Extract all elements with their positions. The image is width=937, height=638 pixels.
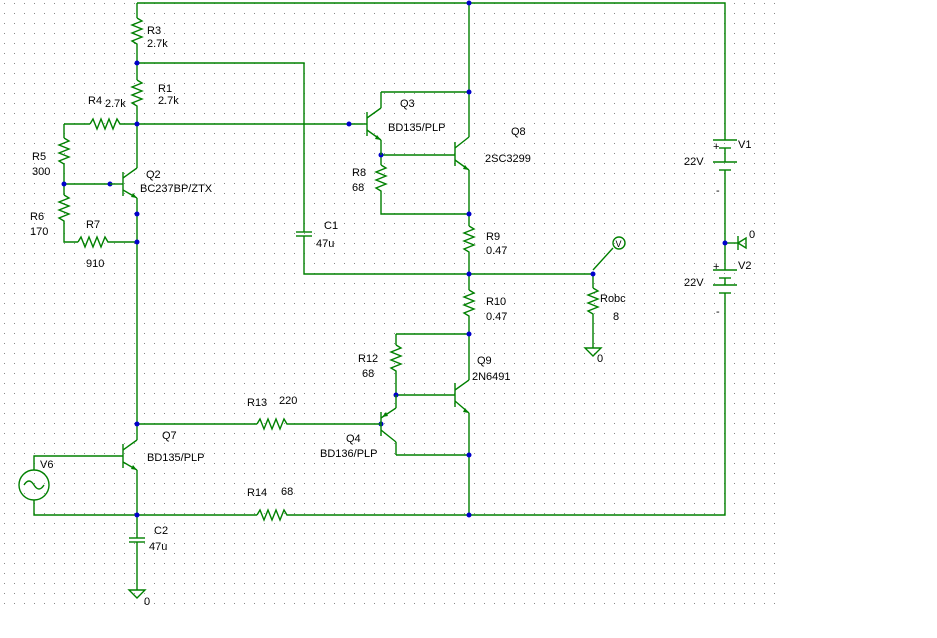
ground-label-2: 0 (597, 353, 603, 365)
ground-label-3: 0 (144, 596, 150, 608)
probe-label: V (616, 239, 622, 249)
R14-name: R14 (247, 487, 267, 499)
resistor-Robc[interactable]: Robc 8 (586, 287, 626, 323)
grid-background (0, 0, 780, 610)
R9-name: R9 (486, 231, 500, 243)
capacitor-C1[interactable]: C1 47u (296, 220, 338, 250)
ground-label-1: 0 (749, 229, 755, 241)
V1-minus: - (716, 185, 720, 197)
Q4-name: Q4 (346, 433, 361, 445)
R4-value: 2.7k (105, 98, 126, 110)
C2-name: C2 (154, 525, 168, 537)
R13-value: 220 (279, 395, 297, 407)
C2-value: 47u (149, 541, 167, 553)
transistor-Q2[interactable]: Q2 BC237BP/ZTX (110, 160, 213, 199)
R14-value: 68 (281, 486, 293, 498)
resistor-R3[interactable]: R3 2.7k (130, 17, 168, 50)
R12-value: 68 (362, 368, 374, 380)
Q8-name: Q8 (511, 126, 526, 138)
R3-name: R3 (147, 25, 161, 37)
V6-name: V6 (40, 459, 53, 471)
resistor-R6[interactable]: R6 170 (30, 194, 71, 238)
V2-name: V2 (738, 260, 751, 272)
Q2-name: Q2 (146, 169, 161, 181)
resistor-R5[interactable]: R5 300 (32, 137, 71, 178)
voltage-source-V6[interactable]: V6 (18, 459, 53, 501)
resistor-R9[interactable]: R9 0.47 (462, 225, 507, 258)
Q3-part: BD135/PLP (388, 122, 445, 134)
R10-value: 0.47 (486, 311, 507, 323)
R13-name: R13 (247, 397, 267, 409)
transistor-Q7[interactable]: Q7 BD135/PLP (122, 430, 204, 471)
transistor-Q4[interactable]: Q4 BD136/PLP (320, 395, 397, 460)
R6-value: 170 (30, 226, 48, 238)
R12-name: R12 (358, 353, 378, 365)
R9-value: 0.47 (486, 245, 507, 257)
Q3-name: Q3 (400, 98, 415, 110)
resistor-R10[interactable]: R10 0.47 (462, 289, 507, 323)
R8-name: R8 (352, 167, 366, 179)
Robc-value: 8 (613, 311, 619, 323)
R3-value: 2.7k (147, 38, 168, 50)
R1-value: 2.7k (158, 95, 179, 107)
capacitor-C2[interactable]: C2 47u (129, 525, 168, 553)
Robc-name: Robc (600, 293, 626, 305)
C1-value: 47u (316, 238, 334, 250)
V1-value: 22V (684, 156, 704, 168)
transistor-Q8[interactable]: Q8 2SC3299 (454, 126, 531, 171)
resistor-R1[interactable]: R1 2.7k (130, 79, 179, 110)
R1-name: R1 (158, 83, 172, 95)
R6-name: R6 (30, 211, 44, 223)
resistor-R14[interactable]: R14 68 (247, 486, 293, 522)
V2-plus: + (713, 261, 719, 273)
R7-name: R7 (86, 219, 100, 231)
R7-value: 910 (86, 258, 104, 270)
resistor-R4[interactable]: R4 2.7k (88, 95, 126, 131)
transistor-Q3[interactable]: Q3 BD135/PLP (363, 92, 445, 155)
R10-name: R10 (486, 296, 506, 308)
Q7-name: Q7 (162, 430, 177, 442)
R8-value: 68 (352, 182, 364, 194)
V1-name: V1 (738, 139, 751, 151)
Q9-name: Q9 (477, 355, 492, 367)
Q8-part: 2SC3299 (485, 153, 531, 165)
V2-value: 22V (684, 277, 704, 289)
voltage-probe[interactable]: V (592, 236, 626, 271)
R5-name: R5 (32, 151, 46, 163)
Q9-part: 2N6491 (472, 371, 511, 383)
ground-symbol-2: 0 (583, 347, 603, 365)
Q7-part: BD135/PLP (147, 452, 204, 464)
transistor-Q9[interactable]: Q9 2N6491 (454, 355, 511, 414)
resistor-R7[interactable]: R7 910 (77, 219, 110, 270)
battery-V2[interactable]: V2 22V + - (684, 260, 751, 318)
resistor-R13[interactable]: R13 220 (247, 395, 297, 431)
R5-value: 300 (32, 166, 50, 178)
Q4-part: BD136/PLP (320, 448, 377, 460)
R4-name: R4 (88, 95, 102, 107)
V2-minus: - (716, 306, 720, 318)
resistor-R12[interactable]: R12 68 (358, 344, 403, 380)
C1-name: C1 (324, 220, 338, 232)
battery-V1[interactable]: V1 22V + - (684, 139, 751, 197)
ground-symbol-1: 0 (736, 229, 755, 250)
V1-plus: + (713, 141, 719, 153)
ground-symbol-3: 0 (127, 589, 150, 608)
Q2-part: BC237BP/ZTX (140, 183, 213, 195)
resistor-R8[interactable]: R8 68 (352, 164, 388, 200)
